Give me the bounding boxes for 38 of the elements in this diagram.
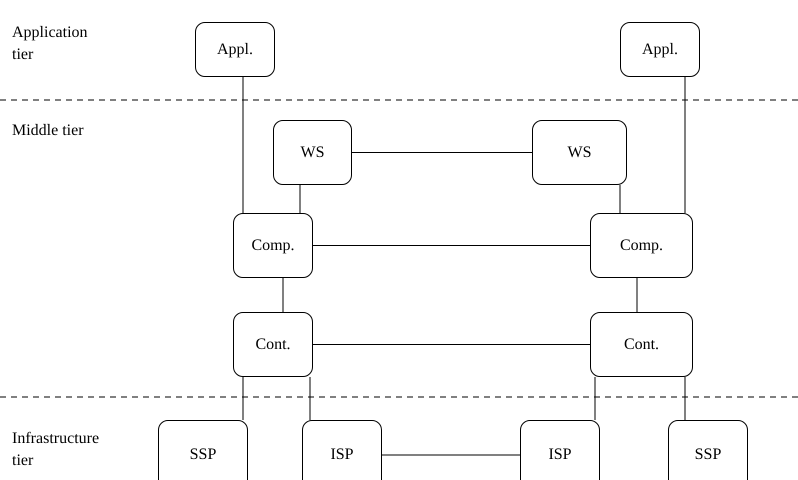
connector-line (684, 376, 686, 420)
node-label: WS (568, 144, 592, 162)
connector-line (636, 278, 638, 312)
connector-line (352, 152, 532, 153)
connector-line (382, 454, 520, 456)
rounded-box (233, 213, 313, 278)
rounded-box (520, 420, 600, 480)
rounded-box (195, 22, 275, 77)
node-label: Comp. (251, 236, 295, 254)
rounded-box (590, 213, 693, 278)
rounded-box (233, 312, 313, 377)
rounded-box (668, 420, 748, 480)
node-label: Cont. (624, 336, 660, 354)
rounded-box (273, 120, 352, 185)
connector-line (684, 76, 686, 214)
connector-line (242, 76, 244, 214)
connector-line (594, 376, 596, 420)
node-label: ISP (330, 446, 354, 464)
connector-line (242, 376, 244, 420)
node-label: ISP (548, 446, 572, 464)
rounded-box (620, 22, 700, 77)
rounded-box (590, 312, 693, 377)
node-label: Comp. (620, 236, 664, 254)
tier-label: Middle tier (12, 121, 85, 141)
rounded-box (532, 120, 627, 185)
node-label: Appl. (217, 40, 253, 58)
rounded-box (302, 420, 382, 480)
connector-line (312, 344, 590, 345)
node-label: Appl. (642, 40, 678, 58)
rounded-box (158, 420, 248, 480)
node-label: Cont. (255, 336, 291, 354)
connector-line (312, 245, 590, 246)
node-label: WS (300, 144, 324, 162)
node-label: SSP (694, 446, 722, 464)
tier-label: Infrastructure tier (12, 429, 100, 471)
tier-label: Application tier (12, 23, 89, 65)
connector-line (282, 278, 284, 312)
node-label: SSP (190, 446, 216, 464)
